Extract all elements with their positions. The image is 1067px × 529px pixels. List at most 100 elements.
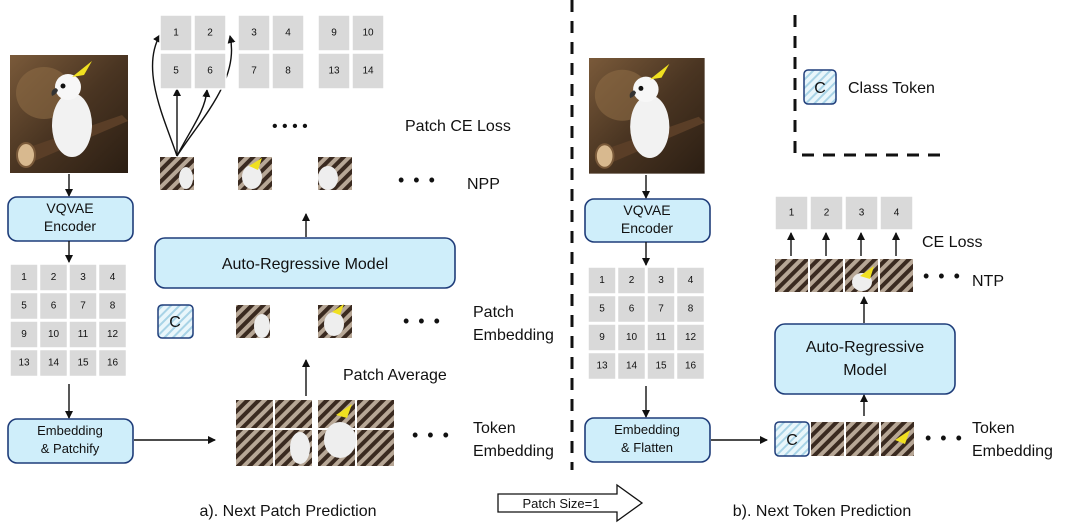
grid-cell-number: 3 [80,272,86,283]
grid-cell-number: 2 [51,272,57,283]
output-token-number: 1 [789,208,795,219]
ntp-up-arrows [787,232,900,256]
legend-class-token-letter: C [814,80,826,97]
output-token-number: 4 [894,208,900,219]
patch-size-label: Patch Size=1 [523,496,600,511]
grid-cell [646,351,676,381]
patch-embedding-2 [318,304,352,338]
predicted-token-cell [237,52,271,90]
grid-cell [587,266,617,295]
predicted-token-cell [317,52,351,90]
token-embedding-label-right-line1: Token [972,420,1015,437]
grid-cell [38,291,69,321]
grid-cell [9,320,39,349]
token-dots-right: • • • [925,428,964,448]
predicted-token-cell [159,52,193,90]
patch-average-label: Patch Average [343,367,447,384]
vqvae-encoder-box-right: VQVAE Encoder [584,198,711,243]
patch-embedding-label-line2: Embedding [473,327,554,344]
grid-cell-number: 5 [599,304,605,315]
grid-cell-number: 9 [599,332,605,343]
grid-cell-number: 7 [80,301,86,312]
ar-model-right-line1: Auto-Regressive [806,339,924,356]
embedding-flatten-label-line1: Embedding [614,422,680,437]
grid-cell-number: 13 [596,361,608,372]
class-token-letter-right: C [786,432,798,449]
vqvae-encoder-label-line2: Encoder [44,218,96,234]
grid-cell [9,348,39,378]
grid-cell [68,320,98,349]
token-dots-left: • • • [412,425,451,445]
class-token-letter-left: C [169,314,181,331]
grid-cell [675,294,706,324]
legend: C Class Token [793,15,940,157]
grid-cell [675,351,706,381]
grid-cell-number: 5 [21,301,27,312]
grid-cell [616,323,647,352]
grid-cell-number: 4 [688,275,694,286]
output-token-cell [844,195,879,231]
grid-cell [97,291,128,321]
input-image-right [588,57,706,175]
predicted-token-number: 13 [328,66,340,77]
patch-embedding-1 [236,305,270,338]
embedding-flatten-label-line2: & Flatten [621,440,673,455]
caption-next-token-prediction: b). Next Token Prediction [733,503,911,520]
grid-cell-number: 6 [51,301,57,312]
grid-cell [68,291,98,321]
grid-cell [646,294,676,324]
grid-cell [675,323,706,352]
grid-cell-number: 15 [77,358,89,369]
patch-size-arrow: Patch Size=1 [497,483,644,523]
embedding-patchify-box: Embedding & Patchify [7,418,134,464]
auto-regressive-model-box-left: Auto-Regressive Model [154,237,456,289]
vqvae-encoder-right-line1: VQVAE [623,202,670,218]
grid-cell-number: 8 [688,304,694,315]
vqvae-encoder-right-line2: Encoder [621,220,673,236]
ce-loss-label: CE Loss [922,234,982,251]
grid-cell [97,263,128,292]
output-token-cell [774,195,809,231]
class-token-right: C [774,421,810,457]
predicted-token-number: 4 [285,28,291,39]
patch-ce-loss-dots: • • • • [272,118,308,135]
grid-cell [38,348,69,378]
grid-cell-number: 3 [658,275,664,286]
grid-cell [646,323,676,352]
grid-cell [646,266,676,295]
ntp-label: NTP [972,273,1004,290]
predicted-token-cell [351,52,385,90]
grid-cell-number: 1 [21,272,27,283]
grid-cell-number: 16 [107,358,119,369]
npp-patch-3 [318,157,352,190]
grid-cell [38,320,69,349]
grid-cell-number: 10 [626,332,638,343]
grid-cell [97,348,128,378]
predicted-token-cell [193,14,227,52]
caption-next-patch-prediction: a). Next Patch Prediction [200,503,377,520]
grid-cell [587,294,617,324]
output-token-number: 3 [859,208,865,219]
grid-cell [38,263,69,292]
predicted-token-number: 14 [362,66,374,77]
predicted-token-number: 3 [251,28,257,39]
embedding-patchify-label-line1: Embedding [37,423,103,438]
grid-cell [675,266,706,295]
grid-cell-number: 14 [626,361,638,372]
predicted-token-cell [351,14,385,52]
token-embedding-label-right-line2: Embedding [972,443,1053,460]
predicted-token-number: 7 [251,66,257,77]
patch-embedding-label-line1: Patch [473,304,514,321]
grid-cell-number: 15 [655,361,667,372]
grid-cell-number: 16 [685,361,697,372]
predicted-token-cell [317,14,351,52]
predicted-token-cell [271,52,305,90]
ntp-token-embeddings [775,259,913,292]
grid-cell-number: 7 [658,304,664,315]
grid-cell [9,291,39,321]
